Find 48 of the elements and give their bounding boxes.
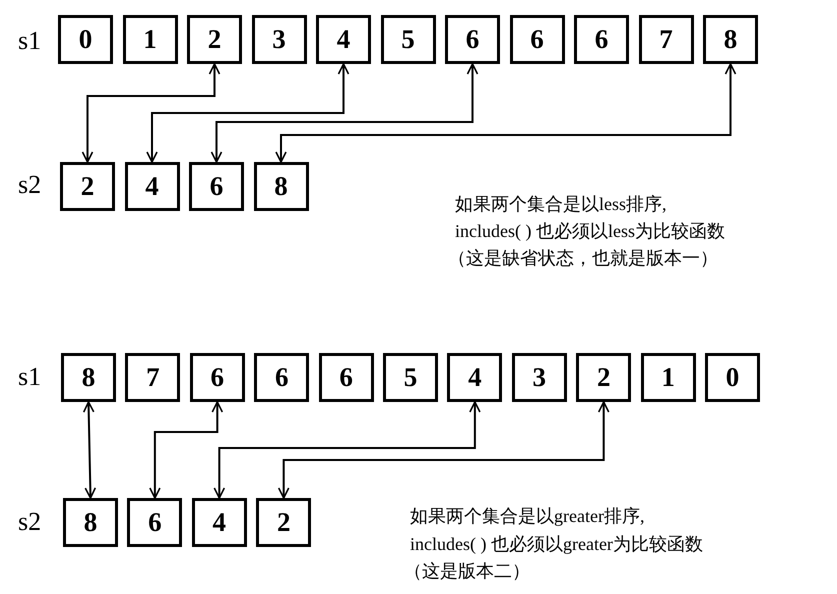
row-label: s1 (18, 364, 42, 390)
row-label: s2 (18, 509, 42, 535)
array-cell: 6 (445, 15, 500, 64)
array-cell: 4 (124, 162, 180, 211)
array-cell: 7 (638, 15, 694, 64)
array-cell: 2 (187, 15, 242, 64)
array-cell: 1 (122, 15, 178, 64)
array-cell: 5 (383, 353, 438, 402)
array-cell: 4 (192, 498, 247, 547)
double-arrow (278, 401, 610, 499)
array-cell: 4 (316, 15, 371, 64)
double-arrow (214, 401, 481, 499)
array-cell: 2 (60, 162, 115, 211)
note-text: （这是版本二） (404, 561, 530, 583)
array-cell: 8 (61, 353, 116, 402)
row-label: s1 (18, 28, 42, 54)
array-cell: 6 (127, 498, 182, 547)
array-cell: 6 (190, 353, 245, 402)
array-cell: 6 (574, 15, 629, 64)
array-cell: 1 (640, 353, 696, 402)
note-text: 如果两个集合是以less排序, (455, 194, 666, 216)
array-cell: 2 (256, 498, 312, 547)
double-arrow (82, 63, 220, 163)
double-arrow (210, 63, 478, 163)
array-cell: 6 (510, 15, 564, 64)
array-cell: 7 (125, 353, 180, 402)
array-cell: 3 (512, 353, 567, 402)
array-cell: 0 (705, 353, 760, 402)
note-text: 如果两个集合是以greater排序, (410, 506, 644, 528)
double-arrow (149, 401, 224, 499)
note-text: includes( ) 也必须以greater为比较函数 (410, 534, 703, 556)
array-cell: 6 (318, 353, 374, 402)
double-arrow (275, 63, 736, 163)
array-cell: 6 (189, 162, 244, 211)
array-cell: 6 (254, 353, 310, 402)
note-text: includes( ) 也必须以less为比较函数 (455, 221, 725, 243)
array-cell: 8 (254, 162, 308, 211)
array-cell: 0 (58, 15, 113, 64)
array-cell: 3 (252, 15, 306, 64)
array-cell: 2 (576, 353, 632, 402)
double-arrow (146, 63, 350, 163)
double-arrow (82, 401, 96, 499)
array-cell: 4 (447, 353, 502, 402)
note-text: （这是缺省状态，也就是版本一） (448, 248, 718, 270)
array-cell: 8 (703, 15, 758, 64)
array-cell: 8 (63, 498, 118, 547)
row-label: s2 (18, 172, 42, 198)
array-cell: 5 (380, 15, 436, 64)
